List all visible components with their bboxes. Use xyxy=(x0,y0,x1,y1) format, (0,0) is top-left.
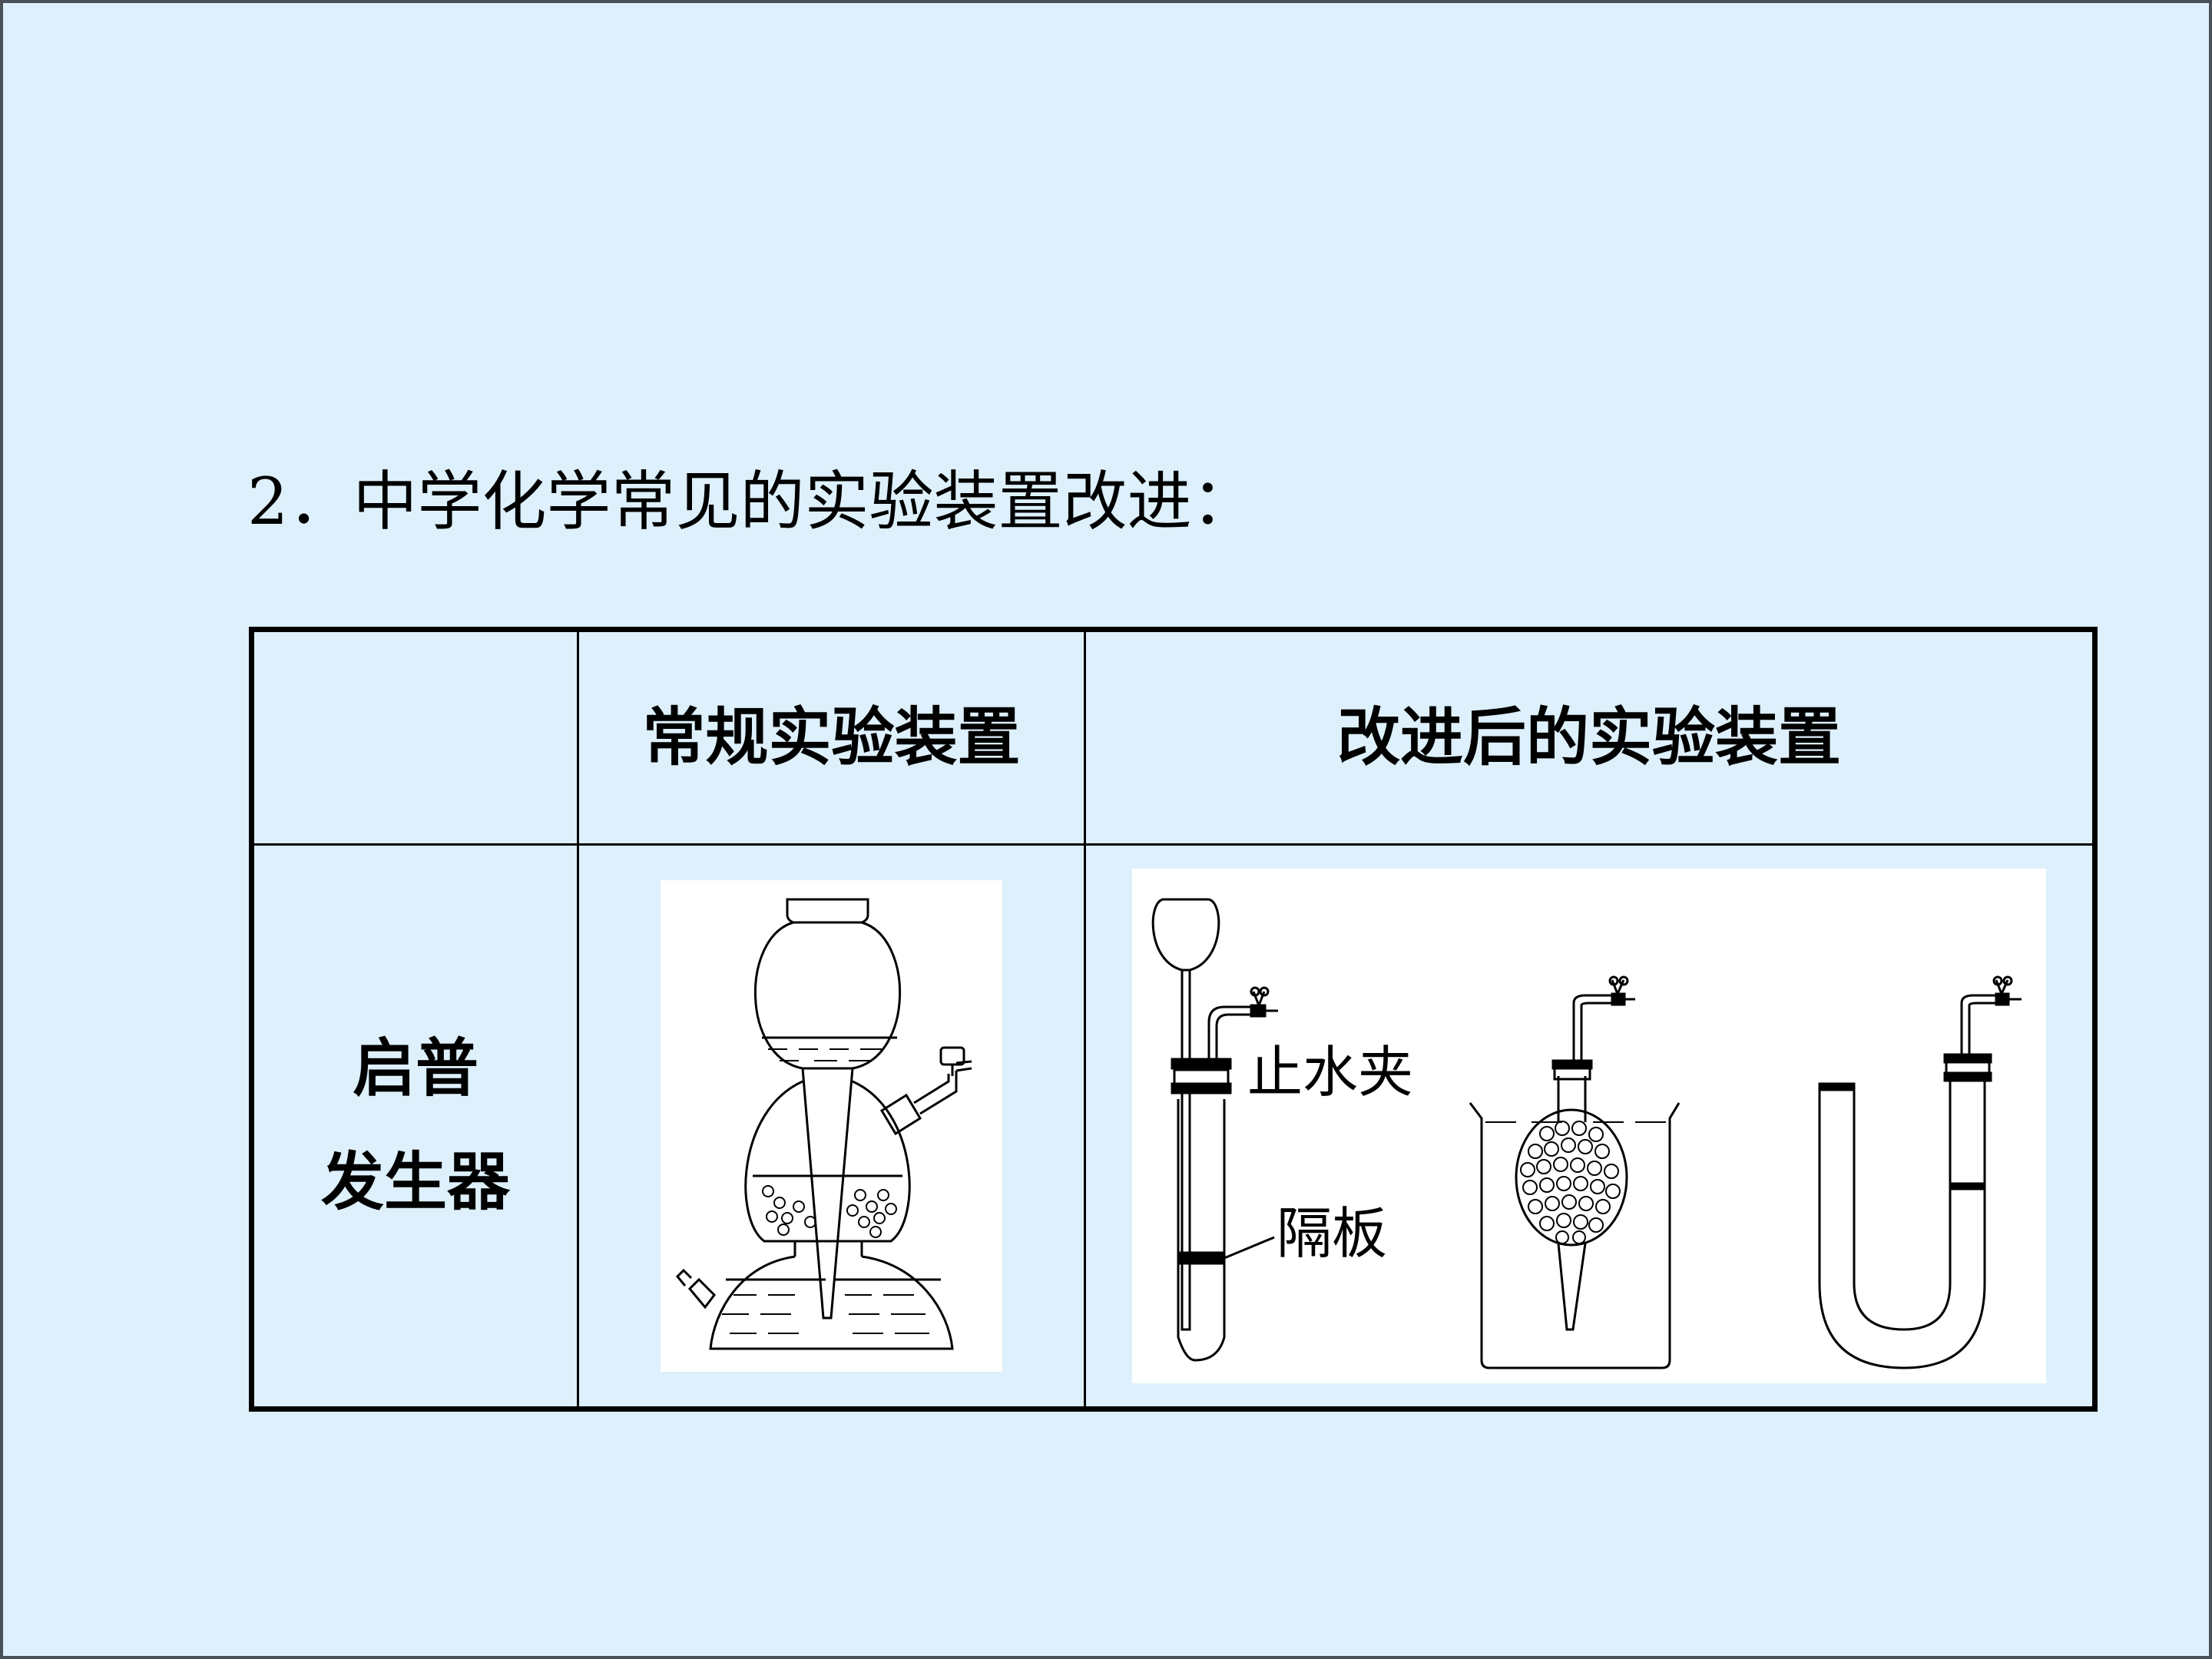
header-empty-cell xyxy=(250,628,579,846)
table-header-row: 常规实验装置 改进后的实验装置 xyxy=(250,628,2096,846)
header-conventional: 常规实验装置 xyxy=(577,628,1086,846)
clamp-label: 止水夹 xyxy=(1247,1040,1413,1104)
device-u-tube xyxy=(1818,975,2022,1369)
table-row: 启普 发生器 xyxy=(250,843,2096,1410)
improved-apparatus-figure: 止水夹 隔板 xyxy=(1132,869,2046,1383)
improved-figure-cell: 止水夹 隔板 xyxy=(1084,843,2096,1410)
row-label-line1: 启普 xyxy=(352,1032,478,1105)
partition-label: 隔板 xyxy=(1277,1201,1387,1266)
row-label-cell: 启普 发生器 xyxy=(250,843,579,1410)
header-improved: 改进后的实验装置 xyxy=(1084,628,2096,846)
device-beaker xyxy=(1469,975,1681,1369)
kipp-generator-figure xyxy=(661,880,1002,1372)
conventional-figure-cell xyxy=(577,843,1086,1410)
device-test-tube: 止水夹 隔板 xyxy=(1151,898,1413,1362)
row-label-line2: 发生器 xyxy=(320,1146,510,1219)
section-heading: 2．中学化学常见的实验装置改进： xyxy=(247,464,1257,539)
apparatus-table: 常规实验装置 改进后的实验装置 启普 发生器 xyxy=(249,627,2098,1412)
